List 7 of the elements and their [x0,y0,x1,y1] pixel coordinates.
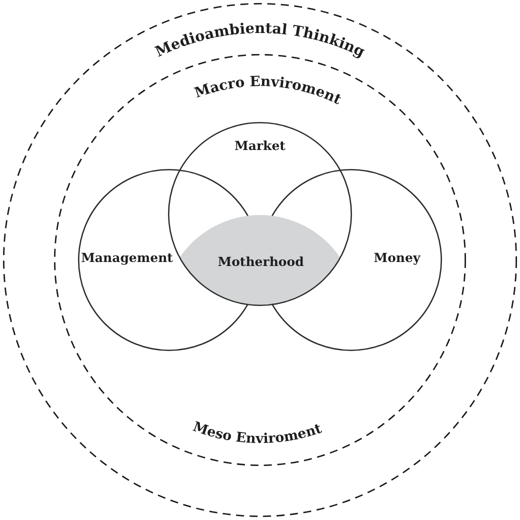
circle-label: Market [234,138,286,154]
dashed-ring [3,3,517,517]
circle-label: Money [374,250,420,266]
circle-label: Management [81,250,173,266]
ring-label: Meso Enviroment [190,418,324,447]
shaded-overlap [180,215,340,305]
overlap-label: Motherhood [218,254,304,270]
